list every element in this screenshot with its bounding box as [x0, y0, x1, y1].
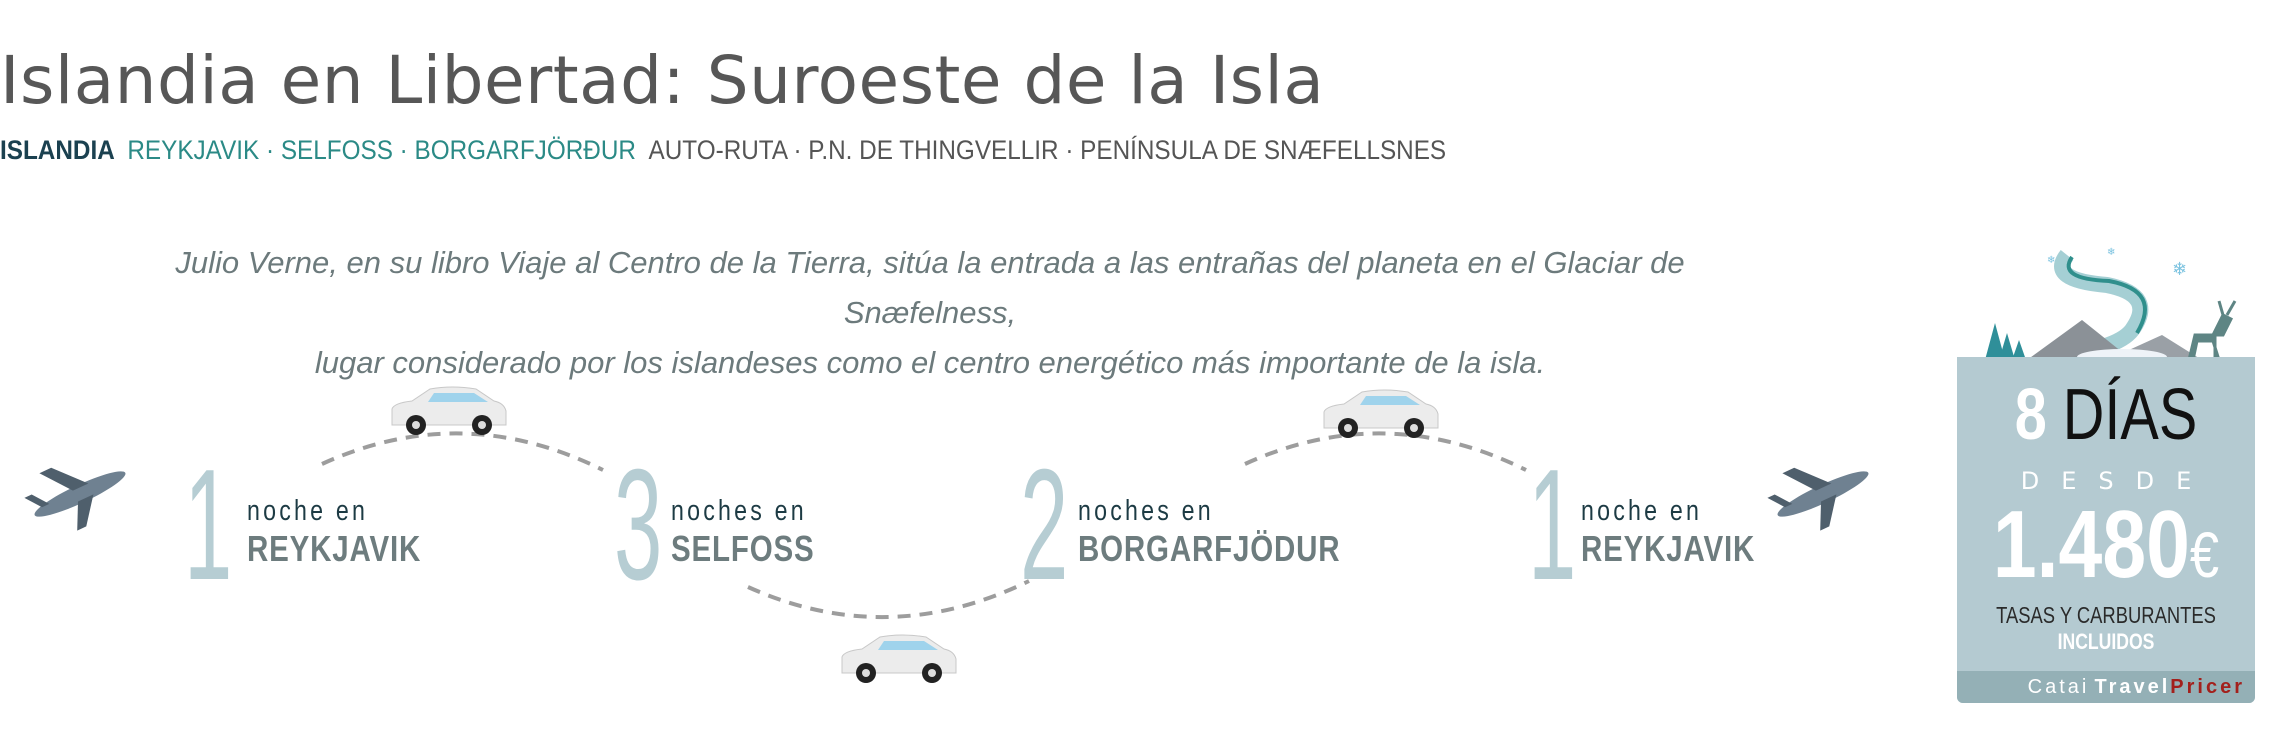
from-label: DESDE	[2020, 467, 2214, 495]
deer-icon	[2187, 300, 2237, 362]
route-arc-2	[747, 579, 1030, 619]
route-graphic	[24, 386, 1869, 683]
currency: €	[2189, 519, 2220, 591]
included-label: INCLUIDOS	[2057, 629, 2155, 654]
stop-3-nights: 2	[1020, 437, 1069, 613]
country-label: ISLANDIA	[0, 135, 115, 165]
stop-1-label: noche en	[247, 495, 369, 527]
days-count: 8 DÍAS	[1987, 379, 2225, 451]
landscape-illustration: ❄ ❄ ❄	[1985, 247, 2237, 365]
quote-line-1: Julio Verne, en su libro Viaje al Centro…	[175, 245, 1685, 330]
cities-label: REYKJAVIK · SELFOSS · BORGARFJÖRÐUR	[127, 135, 636, 165]
stop-3-label: noches en	[1078, 495, 1214, 527]
brand-pricer: Pricer	[2170, 676, 2245, 698]
route-arc-3	[1244, 431, 1527, 472]
days-number: 8	[2014, 375, 2047, 455]
stop-2-nights: 3	[614, 437, 663, 613]
subtitle: ISLANDIA REYKJAVIK · SELFOSS · BORGARFJÖR…	[0, 135, 1446, 166]
snowflake-icon: ❄	[2172, 259, 2187, 280]
route-arc-1	[321, 431, 604, 472]
car-icon-1	[391, 386, 507, 435]
stop-2-city: SELFOSS	[671, 528, 815, 569]
taxes-label: TASAS Y CARBURANTES	[1996, 602, 2216, 628]
price-card[interactable]: 8 DÍAS DESDE 1.480€ TASAS Y CARBURANTES …	[1957, 357, 2255, 703]
quote-line-2: lugar considerado por los islandeses com…	[314, 345, 1546, 380]
stop-4-nights: 1	[1528, 437, 1577, 613]
plane-icon-right	[1767, 467, 1869, 531]
brand-footer: Catai TravelPricer	[1957, 671, 2255, 703]
car-icon-2	[841, 634, 957, 683]
stop-1-city: REYKJAVIK	[247, 528, 422, 569]
brand-catai: Catai	[2027, 676, 2090, 698]
price-value: 1.480	[1992, 491, 2190, 598]
trees-icon	[1985, 323, 2026, 360]
stop-3-city: BORGARFJÖDUR	[1078, 528, 1341, 569]
stop-2-label: noches en	[671, 495, 807, 527]
places-label: AUTO-RUTA · P.N. DE THINGVELLIR · PENÍNS…	[648, 135, 1447, 165]
dashed-route	[321, 431, 1527, 619]
stop-1-nights: 1	[184, 437, 233, 613]
car-icon-3	[1323, 389, 1439, 438]
plane-icon-left	[24, 467, 126, 531]
days-label: DÍAS	[2062, 375, 2198, 455]
stop-4-city: REYKJAVIK	[1581, 528, 1756, 569]
stop-4-label: noche en	[1581, 495, 1703, 527]
brand-travel: Travel	[2094, 676, 2171, 698]
svg-text:❄: ❄	[2047, 255, 2055, 266]
page-title: Islandia en Libertad: Suroeste de la Isl…	[0, 42, 1325, 119]
price: 1.480€	[1984, 497, 2228, 593]
svg-text:❄: ❄	[2107, 247, 2115, 258]
quote: Julio Verne, en su libro Viaje al Centro…	[130, 238, 1730, 388]
